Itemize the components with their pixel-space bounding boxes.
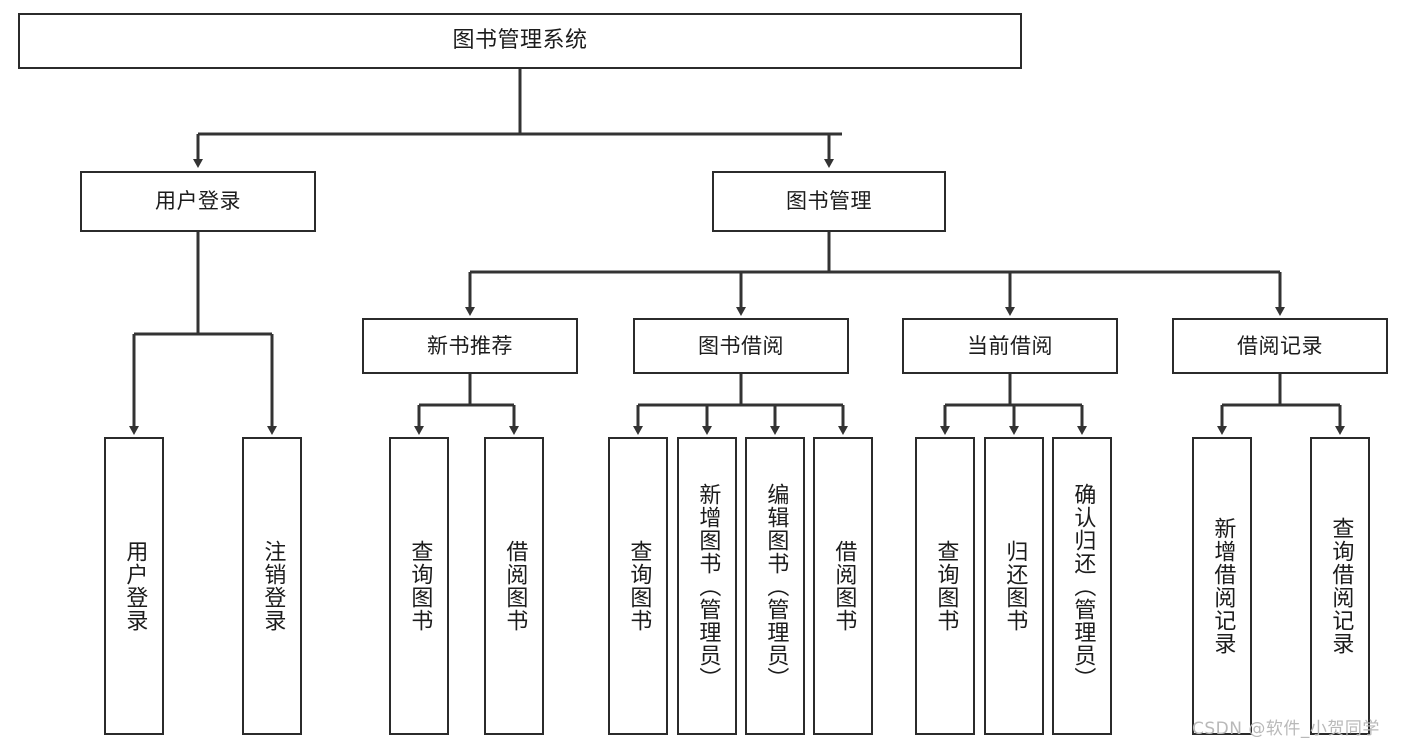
- leaf-node-label: 新增借阅记录: [1210, 517, 1236, 655]
- leaf-node[interactable]: 新增借阅记录: [1192, 437, 1252, 735]
- leaf-node-label: 新增图书（管理员）: [695, 482, 721, 690]
- node-book-borrow-label: 图书借阅: [698, 333, 784, 358]
- node-current-borrow-label: 当前借阅: [967, 333, 1053, 358]
- leaf-node[interactable]: 查询图书: [389, 437, 449, 735]
- leaf-node[interactable]: 确认归还（管理员）: [1052, 437, 1112, 735]
- leaf-node[interactable]: 查询图书: [608, 437, 668, 735]
- leaf-node[interactable]: 查询图书: [915, 437, 975, 735]
- node-current-borrow[interactable]: 当前借阅: [902, 318, 1118, 374]
- leaf-node-label: 注销登录: [260, 540, 286, 632]
- node-root-label: 图书管理系统: [452, 28, 588, 54]
- node-book-management-label: 图书管理: [786, 189, 872, 214]
- leaf-node[interactable]: 归还图书: [984, 437, 1044, 735]
- leaf-node[interactable]: 用户登录: [104, 437, 164, 735]
- leaf-node-label: 查询图书: [933, 540, 959, 632]
- node-root[interactable]: 图书管理系统: [18, 13, 1022, 69]
- leaf-node-label: 查询借阅记录: [1328, 517, 1354, 655]
- leaf-node-label: 查询图书: [626, 540, 652, 632]
- leaf-node-label: 编辑图书（管理员）: [763, 482, 789, 690]
- leaf-node-label: 借阅图书: [831, 540, 857, 632]
- node-book-borrow[interactable]: 图书借阅: [633, 318, 849, 374]
- node-new-book-recommend-label: 新书推荐: [427, 333, 513, 358]
- leaf-node[interactable]: 编辑图书（管理员）: [745, 437, 805, 735]
- leaf-node[interactable]: 查询借阅记录: [1310, 437, 1370, 735]
- node-borrow-records-label: 借阅记录: [1237, 333, 1323, 358]
- node-new-book-recommend[interactable]: 新书推荐: [362, 318, 578, 374]
- leaf-node-label: 借阅图书: [502, 540, 528, 632]
- node-user-login[interactable]: 用户登录: [80, 171, 316, 232]
- leaf-node-label: 查询图书: [407, 540, 433, 632]
- node-user-login-label: 用户登录: [155, 189, 241, 214]
- node-book-management[interactable]: 图书管理: [712, 171, 946, 232]
- leaf-node[interactable]: 借阅图书: [484, 437, 544, 735]
- leaf-node[interactable]: 注销登录: [242, 437, 302, 735]
- node-borrow-records[interactable]: 借阅记录: [1172, 318, 1388, 374]
- leaf-node-label: 归还图书: [1002, 540, 1028, 632]
- leaf-node[interactable]: 新增图书（管理员）: [677, 437, 737, 735]
- leaf-node-label: 确认归还（管理员）: [1070, 482, 1096, 690]
- leaf-node-label: 用户登录: [122, 540, 148, 632]
- leaf-node[interactable]: 借阅图书: [813, 437, 873, 735]
